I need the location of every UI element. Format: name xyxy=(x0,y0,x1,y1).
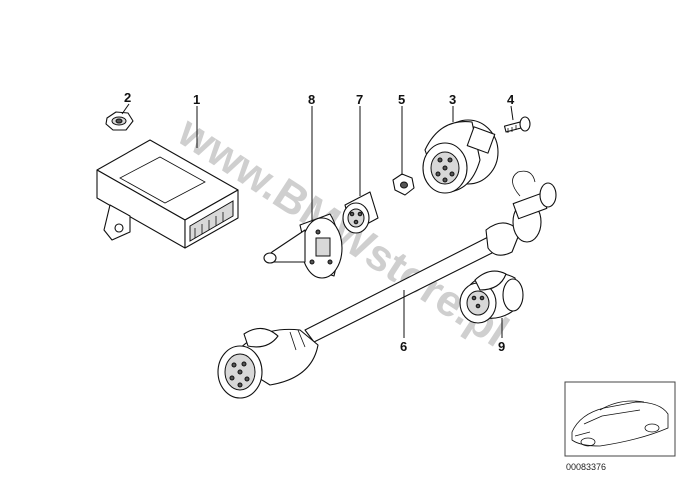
screw-part-4[interactable] xyxy=(503,116,531,133)
callout-4: 4 xyxy=(507,92,515,107)
callout-6: 6 xyxy=(400,339,407,354)
diagram-code: 00083376 xyxy=(566,462,606,472)
callout-3: 3 xyxy=(449,92,456,107)
trailer-plug-part-9[interactable] xyxy=(459,270,524,324)
car-location-inset xyxy=(564,381,676,457)
trailer-socket-part-3[interactable] xyxy=(422,119,499,194)
callout-7: 7 xyxy=(356,92,363,107)
callout-2: 2 xyxy=(124,90,131,105)
adapter-cable-part-6[interactable] xyxy=(217,170,557,399)
callout-8: 8 xyxy=(308,92,315,107)
callout-5: 5 xyxy=(398,92,405,107)
leader-lines xyxy=(121,103,514,338)
hex-nut-part-2[interactable] xyxy=(105,111,134,131)
nut-part-5[interactable] xyxy=(392,173,415,196)
socket-housing-part-8[interactable] xyxy=(263,213,343,279)
control-module-part-1[interactable] xyxy=(96,139,239,249)
callout-labels: 2 1 8 7 5 3 4 6 9 xyxy=(124,90,515,354)
connector-insert-part-7[interactable] xyxy=(342,191,379,234)
callout-1: 1 xyxy=(193,92,200,107)
callout-9: 9 xyxy=(498,339,505,354)
